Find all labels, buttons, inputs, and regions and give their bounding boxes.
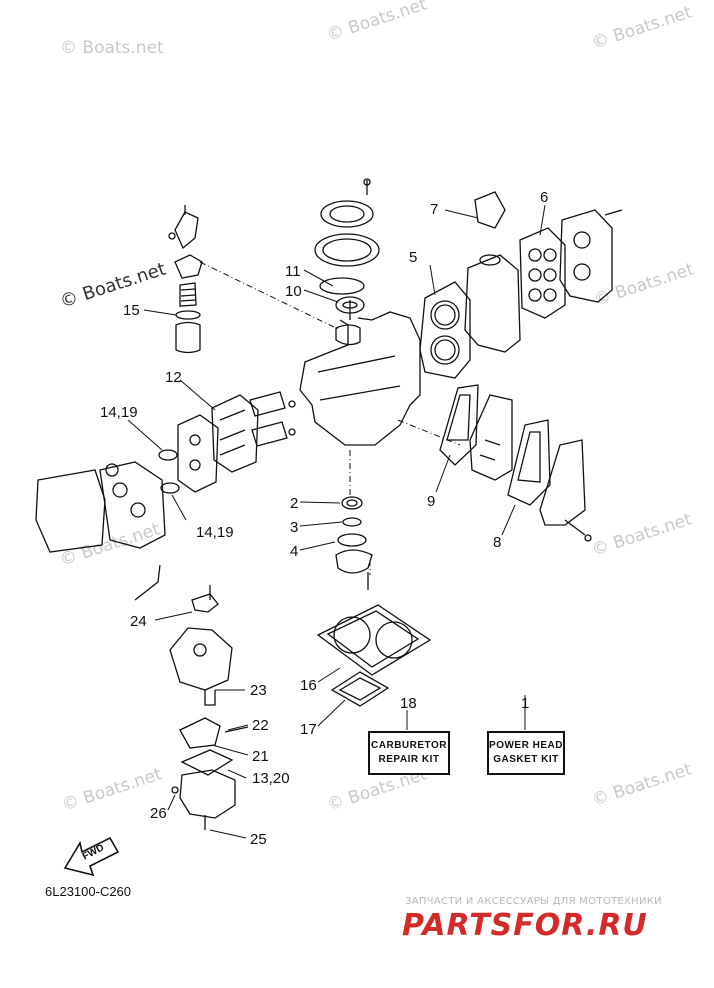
callout-21: 21 — [252, 748, 269, 765]
callout-1: 1 — [521, 695, 530, 712]
callout-22: 22 — [252, 717, 269, 734]
callout-8: 8 — [493, 534, 502, 551]
gasket-16 — [316, 604, 432, 676]
top-seal-assembly — [314, 178, 380, 314]
diagram-code: 6L23100-C260 — [45, 884, 132, 899]
callout-4: 4 — [290, 543, 299, 560]
float-bowl — [171, 717, 249, 830]
callout-23: 23 — [250, 682, 267, 699]
callout-9: 9 — [427, 493, 436, 510]
cylinder-block — [299, 300, 421, 446]
brand-subtitle: ЗАПЧАСТИ И АКСЕССУАРЫ ДЛЯ МОТОТЕХНИКИ — [405, 896, 662, 907]
gasket-8 — [507, 419, 551, 506]
callout-10: 10 — [285, 283, 302, 300]
thermostat-assembly — [168, 205, 203, 354]
leader-24 — [134, 564, 161, 601]
callout-13-20: 13,20 — [252, 770, 290, 787]
kit-label-line: REPAIR KIT — [378, 754, 440, 765]
side-cover — [469, 394, 513, 481]
fwd-arrow — [63, 836, 120, 877]
callout-12: 12 — [165, 369, 182, 386]
carburetor — [169, 585, 233, 706]
gasket-12 — [211, 394, 259, 473]
kit-label-line: POWER HEAD — [489, 740, 563, 751]
exhaust-outer-cover — [559, 209, 623, 303]
carburetor-repair-kit-box: CARBURETOR REPAIR KIT — [368, 731, 450, 775]
manifold-left — [177, 414, 219, 493]
callout-3: 3 — [290, 519, 299, 536]
callout-2: 2 — [290, 495, 299, 512]
gasket-6 — [519, 227, 566, 319]
reed-valves — [249, 391, 296, 447]
callout-17: 17 — [300, 721, 317, 738]
callout-6: 6 — [540, 189, 549, 206]
callout-16: 16 — [300, 677, 317, 694]
callout-11: 11 — [285, 263, 301, 280]
lower-seal-assembly — [335, 496, 373, 590]
kit-label-line: GASKET KIT — [493, 754, 559, 765]
gasket-9 — [439, 384, 479, 466]
gasket-17 — [330, 671, 390, 707]
watermark: © Boats.net — [60, 38, 164, 58]
callout-25: 25 — [250, 831, 267, 848]
callout-5: 5 — [409, 249, 418, 266]
side-cover-outer — [539, 439, 592, 542]
power-head-gasket-kit-box: POWER HEAD GASKET KIT — [487, 731, 565, 775]
brand-logo: PARTSFOR.RU — [402, 908, 648, 943]
callout-18: 18 — [400, 695, 417, 712]
o-ring-14-19-bottom — [160, 482, 180, 494]
callout-7: 7 — [430, 201, 439, 218]
silencer — [35, 461, 166, 553]
callout-15: 15 — [123, 302, 140, 319]
o-ring-14-19-top — [158, 449, 178, 461]
gasket-5 — [419, 281, 471, 379]
callout-14-19-bottom: 14,19 — [196, 524, 234, 541]
exhaust-inner-cover — [464, 191, 521, 353]
kit-label-line: CARBURETOR — [371, 740, 447, 751]
callout-26: 26 — [150, 805, 167, 822]
callout-24: 24 — [130, 613, 147, 630]
callout-14-19-top: 14,19 — [100, 404, 138, 421]
